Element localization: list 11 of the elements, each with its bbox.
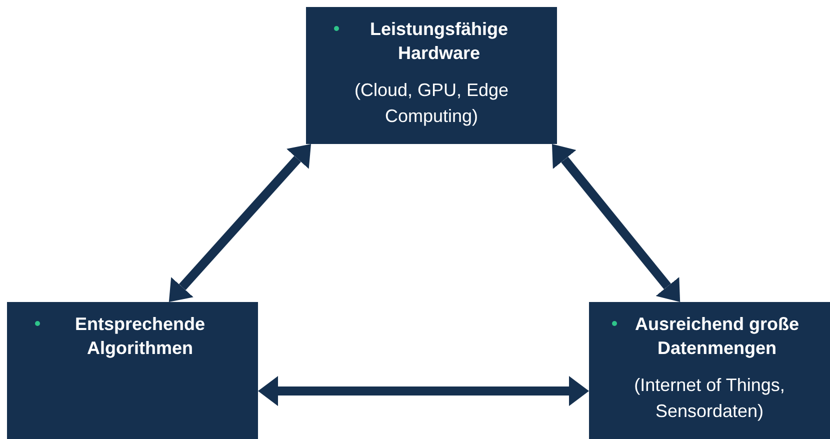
topic-heading: Ausreichend große Datenmengen <box>634 313 800 360</box>
topic-box <box>589 302 830 439</box>
double-arrow <box>258 376 589 406</box>
topic-box <box>306 7 557 144</box>
double-arrow <box>552 144 680 302</box>
topic-examples: (Cloud, GPU, Edge Computing) <box>353 79 510 128</box>
topic-box <box>7 302 258 439</box>
topic-heading: Leistungsfähige Hardware <box>368 18 509 65</box>
topic-heading: Entsprechende Algorithmen <box>74 313 206 360</box>
double-arrow <box>168 144 312 302</box>
topic-examples: (Internet of Things, Sensordaten) <box>633 374 786 423</box>
